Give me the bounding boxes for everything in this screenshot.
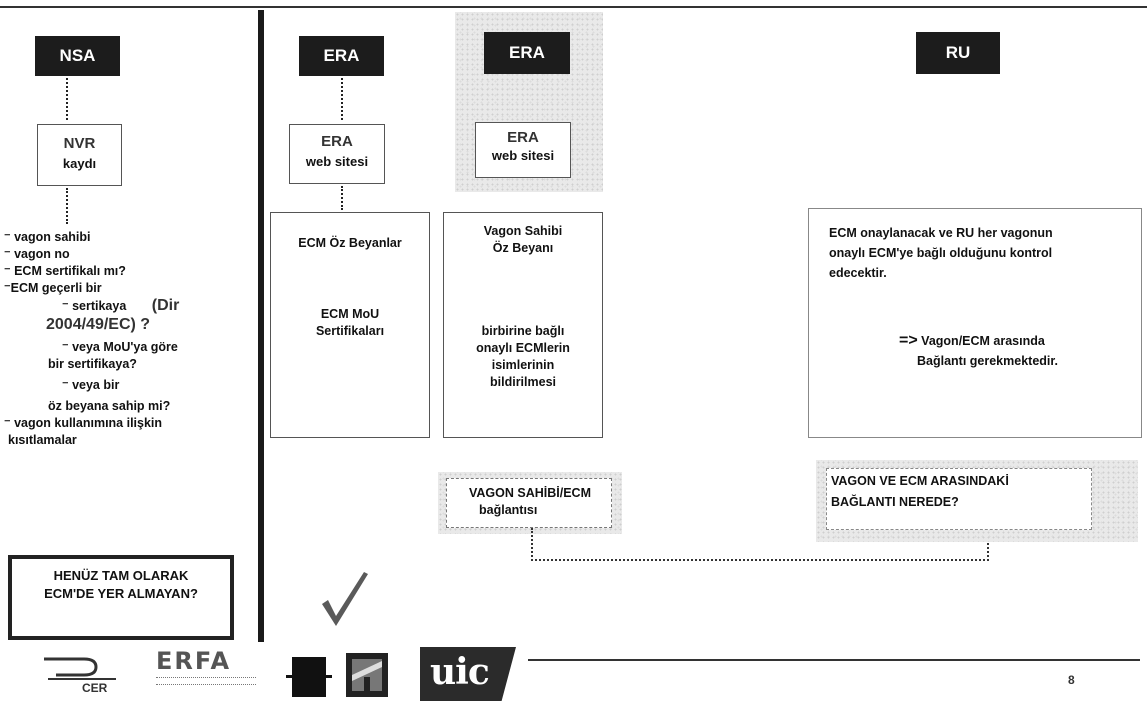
list-item: ⁻ veya bir xyxy=(62,378,120,392)
square-logo xyxy=(286,657,332,697)
nsa-connector-top xyxy=(66,78,68,120)
era2-site-title: ERA xyxy=(507,129,539,146)
erfa-text: ERFA xyxy=(156,647,232,675)
uic-text: uic xyxy=(430,651,490,693)
footer-rule xyxy=(528,659,1140,661)
owner-ecm-link-box: VAGON SAHİBİ/ECM bağlantısı xyxy=(446,478,612,528)
question-line-1: VAGON VE ECM ARASINDAKİ xyxy=(831,474,1009,488)
era2-declaration-box: Vagon Sahibi Öz Beyanı birbirine bağlı o… xyxy=(443,212,603,438)
ru-header: RU xyxy=(916,32,1000,74)
era1-line-2: ECM MoU xyxy=(320,307,380,321)
era2-line-5: isimlerinin xyxy=(491,358,555,372)
ru-line-2: onaylı ECM'ye bağlı olduğunu kontrol xyxy=(829,246,1053,260)
link-line-1: VAGON SAHİBİ/ECM xyxy=(469,486,591,500)
era2-site-subtitle: web sitesi xyxy=(491,148,555,163)
nvr-title: NVR xyxy=(63,135,96,152)
top-rule xyxy=(0,6,1147,8)
era1-site-title: ERA xyxy=(321,133,353,150)
link-connector xyxy=(531,528,989,561)
ecm-link-question-box: VAGON VE ECM ARASINDAKİ BAĞLANTI NEREDE? xyxy=(826,468,1092,530)
era1-declarations-box: ECM Öz Beyanlar ECM MoU Sertifikaları xyxy=(270,212,430,438)
list-item: ⁻ vagon kullanımına ilişkin xyxy=(4,416,163,430)
era2-line-4: onaylı ECMlerin xyxy=(476,341,570,355)
cer-logo: CER xyxy=(40,653,120,701)
list-item: öz beyana sahip mi? xyxy=(48,399,171,413)
nsa-header: NSA xyxy=(35,36,120,76)
era1-site-subtitle: web sitesi xyxy=(305,154,369,169)
uic-logo: uic xyxy=(420,647,516,701)
era2-line-3: birbirine bağlı xyxy=(481,324,565,338)
nsa-checklist: ⁻ vagon sahibi ⁻ vagon no ⁻ ECM sertifik… xyxy=(4,229,254,449)
ru-line-3: edecektir. xyxy=(829,266,887,280)
list-item: 2004/49/EC) ? xyxy=(46,316,151,333)
list-item: ⁻ sertikaya (Dir xyxy=(62,297,180,314)
nvr-subtitle: kaydı xyxy=(62,156,97,171)
list-item: ⁻ vagon no xyxy=(4,247,70,261)
building-logo xyxy=(346,653,388,697)
ru-note-b: /ECM arasında xyxy=(958,334,1045,348)
question-line-2: BAĞLANTI NEREDE? xyxy=(831,495,959,509)
ru-responsibility-box: ECM onaylanacak ve RU her vagonun onaylı… xyxy=(808,208,1142,438)
era-header-1: ERA xyxy=(299,36,384,76)
era2-line-2: Öz Beyanı xyxy=(492,241,554,255)
cer-text: CER xyxy=(82,681,108,695)
era1-website-box: ERA web sitesi xyxy=(289,124,385,184)
list-item: bir sertifikaya? xyxy=(48,357,137,371)
nsa-warning-box: HENÜZ TAM OLARAK ECM'DE YER ALMAYAN? xyxy=(8,555,234,640)
arrow-icon: => xyxy=(899,332,918,349)
ru-note: => Vagon/ECM arasında xyxy=(829,331,1141,351)
building-icon xyxy=(352,659,382,691)
list-item: kısıtlamalar xyxy=(8,433,77,447)
erfa-logo: ERFA xyxy=(156,647,264,697)
ru-note-a: Vagon xyxy=(921,334,959,348)
list-item: ⁻ ECM sertifikalı mı? xyxy=(4,264,126,278)
nsa-connector-bottom xyxy=(66,188,68,224)
era1-line-3: Sertifikaları xyxy=(315,324,385,338)
link-line-2: bağlantısı xyxy=(479,503,538,517)
check-icon xyxy=(322,572,368,626)
era1-line-1: ECM Öz Beyanlar xyxy=(298,236,402,250)
nvr-register-box: NVR kaydı xyxy=(37,124,122,186)
ru-note-c: Bağlantı gerekmektedir. xyxy=(917,354,1059,368)
era2-line-1: Vagon Sahibi xyxy=(483,224,563,238)
era2-website-box: ERA web sitesi xyxy=(475,122,571,178)
cer-mark-icon xyxy=(44,657,116,680)
era1-connector-top xyxy=(341,78,343,120)
page-number: 8 xyxy=(1068,673,1075,687)
era2-line-6: bildirilmesi xyxy=(490,375,556,389)
era1-connector-bottom xyxy=(341,186,343,210)
list-item: ⁻ vagon sahibi xyxy=(4,230,91,244)
list-item: ⁻ veya MoU'ya göre xyxy=(62,340,178,354)
ru-line-1: ECM onaylanacak ve RU her vagonun xyxy=(829,226,1053,240)
column-divider xyxy=(258,10,264,642)
era-header-2: ERA xyxy=(484,32,570,74)
list-item: ⁻ECM geçerli bir xyxy=(4,281,102,295)
footer-logos: CER ERFA uic 8 xyxy=(0,645,1147,704)
